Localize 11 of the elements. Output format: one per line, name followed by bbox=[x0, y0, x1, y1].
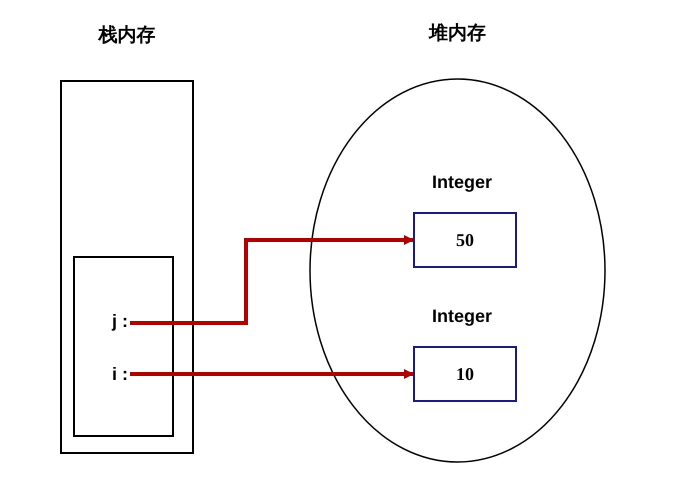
value-box: 50 bbox=[413, 212, 517, 268]
value-box: 10 bbox=[413, 346, 517, 402]
reference-arrow bbox=[130, 235, 414, 325]
type-label: Integer bbox=[432, 306, 492, 326]
memory-heading: 栈内存 bbox=[98, 23, 156, 48]
type-label: Integer bbox=[432, 172, 492, 192]
variable-label: i : bbox=[112, 364, 128, 388]
memory-heading: 堆内存 bbox=[429, 21, 486, 46]
reference-arrow bbox=[130, 369, 414, 379]
stack-frame-box bbox=[73, 256, 174, 437]
variable-label: j : bbox=[112, 311, 128, 335]
